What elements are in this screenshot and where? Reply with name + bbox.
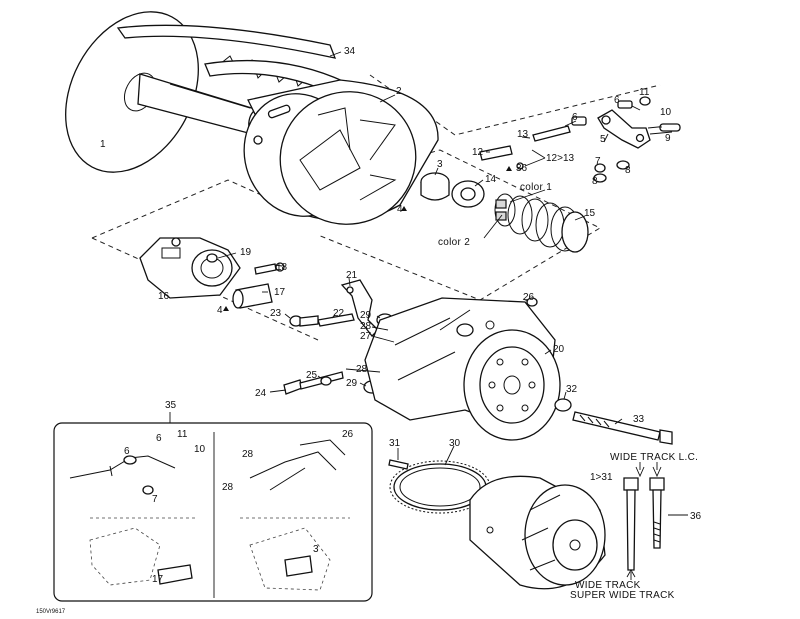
- drive-pulley-drum-part: [243, 79, 439, 225]
- color-2-label: color 2: [438, 237, 470, 248]
- callout-25: 25: [306, 370, 318, 381]
- callout-15: 15: [584, 208, 596, 219]
- pin-23-part: [289, 315, 319, 327]
- callout-4-mid: 4: [217, 305, 223, 316]
- callout-10: 10: [660, 107, 672, 118]
- wide-track-label: WIDE TRACK: [575, 580, 641, 591]
- washer-25-part: [320, 376, 332, 386]
- callout-30: 30: [449, 438, 461, 449]
- callout-20: 20: [553, 344, 565, 355]
- callout-17-inset: 17: [152, 574, 164, 585]
- callout-29-lower: 29: [346, 378, 358, 389]
- inset-panel-35: [53, 412, 373, 602]
- screw-31-part: [388, 459, 409, 470]
- spider-sheave-part: [364, 297, 561, 441]
- bushing-17-part: [232, 283, 273, 309]
- color-1-label: color 1: [520, 182, 552, 193]
- lever-assembly-part: [479, 96, 681, 183]
- callout-10-inset: 10: [194, 444, 206, 455]
- callout-12: 12: [472, 147, 484, 158]
- callout-1: 1: [100, 139, 106, 150]
- callout-36-lever: 36: [516, 163, 528, 174]
- callout-24: 24: [255, 388, 267, 399]
- callout-29-upper: 29: [360, 310, 372, 321]
- callout-8-left: 8: [592, 176, 598, 187]
- callout-4-screw: 4: [397, 204, 403, 215]
- callout-7-inset: 7: [152, 494, 158, 505]
- callout-17: 17: [274, 287, 286, 298]
- bushing-part: [420, 172, 450, 201]
- callout-5: 5: [600, 134, 606, 145]
- callout-28-inset-b: 28: [222, 482, 234, 493]
- callout-8-right: 8: [625, 165, 631, 176]
- callout-6-inset-a: 6: [156, 433, 162, 444]
- callout-14: 14: [485, 174, 497, 185]
- callout-3-inset: 3: [313, 544, 319, 555]
- nut-26-part: [526, 297, 538, 307]
- callout-18: 18: [276, 262, 288, 273]
- callout-16: 16: [158, 291, 170, 302]
- callout-28-inset-a: 28: [242, 449, 254, 460]
- callout-23: 23: [270, 308, 282, 319]
- callout-13: 13: [517, 129, 529, 140]
- clutch-spring-part: [494, 193, 589, 253]
- text-labels: color 1 color 2 WIDE TRACK L.C. WIDE TRA…: [36, 182, 698, 615]
- spacer-washer-part: [451, 180, 485, 208]
- callout-27: 27: [360, 331, 372, 342]
- callout-26: 26: [523, 292, 535, 303]
- washer-19-part: [206, 253, 218, 263]
- callout-28-lower: 28: [356, 364, 368, 375]
- leader-lines: [217, 51, 662, 466]
- super-wide-track-label: SUPER WIDE TRACK: [570, 590, 675, 601]
- callout-22: 22: [333, 308, 345, 319]
- callout-6-lower: 6: [572, 112, 578, 123]
- callout-35: 35: [165, 400, 177, 411]
- callout-19: 19: [240, 247, 252, 258]
- callout-2: 2: [396, 86, 402, 97]
- sliding-sheave-shaft-part: [65, 11, 266, 173]
- callout-9: 9: [665, 133, 671, 144]
- callout-21: 21: [346, 270, 358, 281]
- callout-3: 3: [437, 159, 443, 170]
- bolt-33-part: [572, 411, 673, 445]
- callout-34: 34: [344, 46, 356, 57]
- bolt-36-part: [623, 462, 688, 580]
- callout-7: 7: [595, 156, 601, 167]
- callout-36: 36: [690, 511, 702, 522]
- callout-6-inset-b: 6: [124, 446, 130, 457]
- drawing-code: 150Vr9617: [36, 609, 66, 615]
- callout-6-upper: 6: [614, 95, 620, 106]
- callout-33: 33: [633, 414, 645, 425]
- callout-numbers: 1 2 3 4 5 6 6 7 8 8 9 10 11 12 12>13 13 …: [100, 46, 702, 585]
- pin-22-part: [317, 313, 355, 327]
- adhesive-drop-icons: [223, 166, 512, 311]
- callout-26-inset: 26: [342, 429, 354, 440]
- callout-11: 11: [639, 87, 650, 98]
- callout-12-to-13: 12>13: [546, 153, 575, 164]
- callout-1-to-31: 1>31: [590, 472, 613, 483]
- fixed-sheave-part: [469, 475, 606, 590]
- callout-31: 31: [389, 438, 401, 449]
- wide-track-lc-label: WIDE TRACK L.C.: [610, 452, 698, 463]
- callout-11-inset: 11: [177, 429, 188, 440]
- governor-cup-part: [139, 237, 241, 299]
- upper-assembly-boundary: [369, 74, 661, 136]
- washer-32-part: [554, 398, 572, 412]
- callout-28-upper: 28: [360, 321, 372, 332]
- callout-32: 32: [566, 384, 578, 395]
